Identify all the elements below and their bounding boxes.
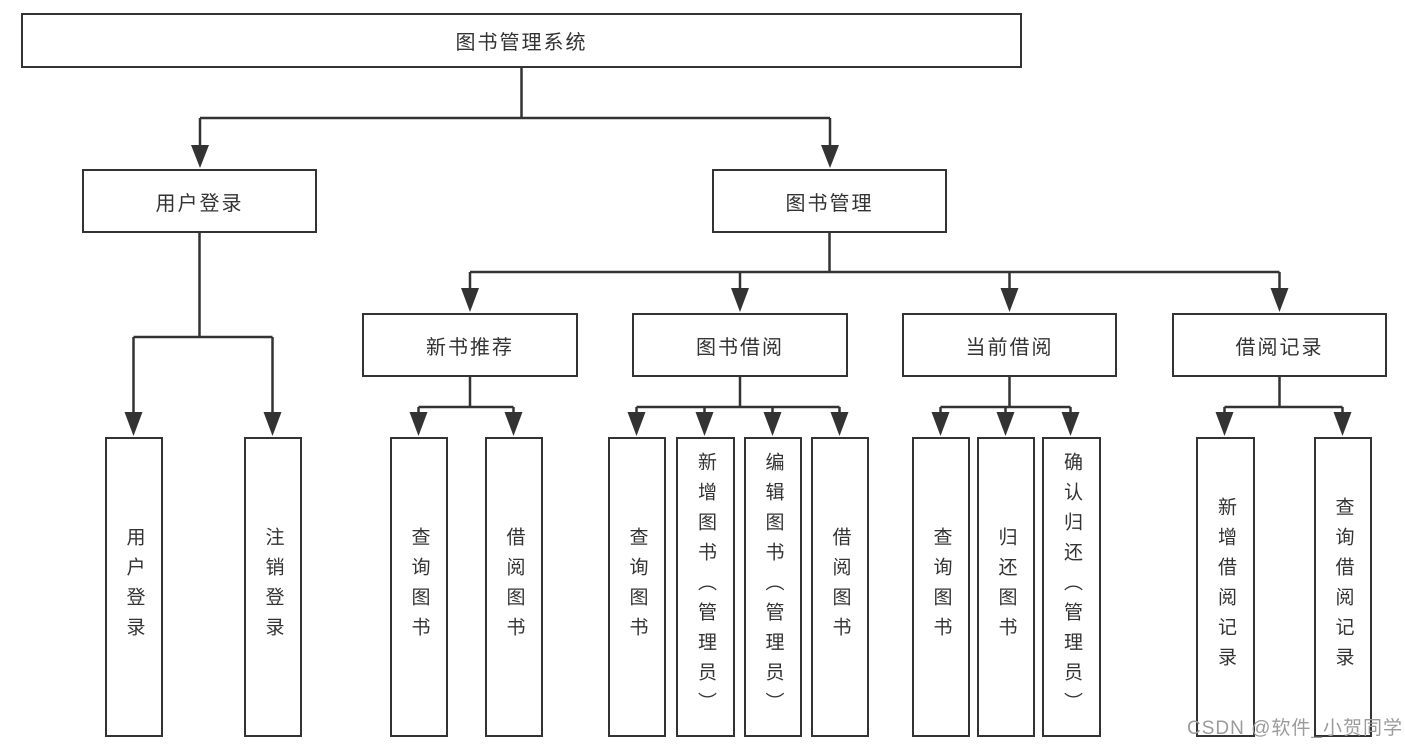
node-new-book-recommend: 新书推荐: [362, 313, 578, 377]
arrowhead: [931, 412, 950, 436]
leaf-query-book-borrow: 查询图书: [608, 437, 666, 737]
leaf-label: 确认归还（管理员）: [1061, 452, 1082, 722]
leaf-add-book-admin: 新增图书（管理员）: [676, 437, 735, 737]
leaf-user-login: 用户登录: [105, 437, 163, 737]
connector-book-borrow-children: [627, 377, 849, 436]
connector-current-borrow-children: [931, 377, 1080, 436]
leaf-label: 查询借阅记录: [1332, 497, 1354, 677]
leaf-label: 用户登录: [123, 527, 145, 647]
leaf-confirm-return-admin: 确认归还（管理员）: [1042, 437, 1101, 737]
leaf-edit-book-admin: 编辑图书（管理员）: [744, 437, 802, 737]
node-current-borrow: 当前借阅: [902, 313, 1117, 377]
leaf-logout: 注销登录: [244, 437, 302, 737]
leaf-query-book-current: 查询图书: [912, 437, 970, 737]
connector-borrow-record-children: [1215, 377, 1352, 436]
leaf-label: 归还图书: [995, 527, 1017, 647]
arrowhead: [263, 412, 282, 436]
leaf-query-borrow-record: 查询借阅记录: [1314, 437, 1372, 737]
node-book-management: 图书管理: [712, 169, 947, 233]
arrowhead: [1061, 412, 1080, 436]
connector-new-book-recommend-children: [409, 377, 523, 436]
arrowhead: [409, 412, 428, 436]
leaf-label: 编辑图书（管理员）: [762, 452, 784, 722]
arrowhead: [1215, 412, 1234, 436]
arrowhead: [830, 412, 849, 436]
node-borrow-record: 借阅记录: [1172, 313, 1387, 377]
arrowhead: [1000, 288, 1019, 312]
arrowhead: [1270, 288, 1289, 312]
arrowhead: [504, 412, 523, 436]
leaf-label: 查询图书: [930, 527, 952, 647]
leaf-borrow-book-recommend: 借阅图书: [485, 437, 543, 737]
arrowhead: [763, 412, 782, 436]
arrowhead: [627, 412, 646, 436]
arrowhead: [695, 412, 714, 436]
leaf-return-book: 归还图书: [977, 437, 1035, 737]
node-book-borrow: 图书借阅: [632, 313, 848, 377]
leaf-label: 注销登录: [262, 527, 284, 647]
leaf-borrow-book: 借阅图书: [811, 437, 869, 737]
arrowhead: [731, 288, 749, 312]
arrowhead: [191, 145, 209, 168]
leaf-label: 查询图书: [408, 527, 430, 647]
leaf-query-book-recommend: 查询图书: [390, 437, 448, 737]
arrowhead: [124, 412, 143, 436]
leaf-label: 新增图书（管理员）: [695, 452, 716, 722]
csdn-watermark: CSDN @软件_小贺同学: [1187, 718, 1403, 739]
leaf-add-borrow-record: 新增借阅记录: [1196, 437, 1255, 737]
arrowhead: [996, 412, 1015, 436]
connector-user-login-children: [124, 233, 282, 436]
node-user-login: 用户登录: [82, 169, 317, 233]
connector-root-to-level2: [191, 68, 839, 168]
arrowhead: [1333, 412, 1352, 436]
node-root-system: 图书管理系统: [21, 13, 1022, 68]
arrowhead: [821, 145, 839, 168]
leaf-label: 新增借阅记录: [1215, 497, 1236, 677]
connector-book-management-children: [461, 233, 1289, 312]
leaf-label: 借阅图书: [829, 527, 851, 647]
arrowhead: [461, 288, 479, 312]
leaf-label: 借阅图书: [503, 527, 525, 647]
leaf-label: 查询图书: [626, 527, 648, 647]
